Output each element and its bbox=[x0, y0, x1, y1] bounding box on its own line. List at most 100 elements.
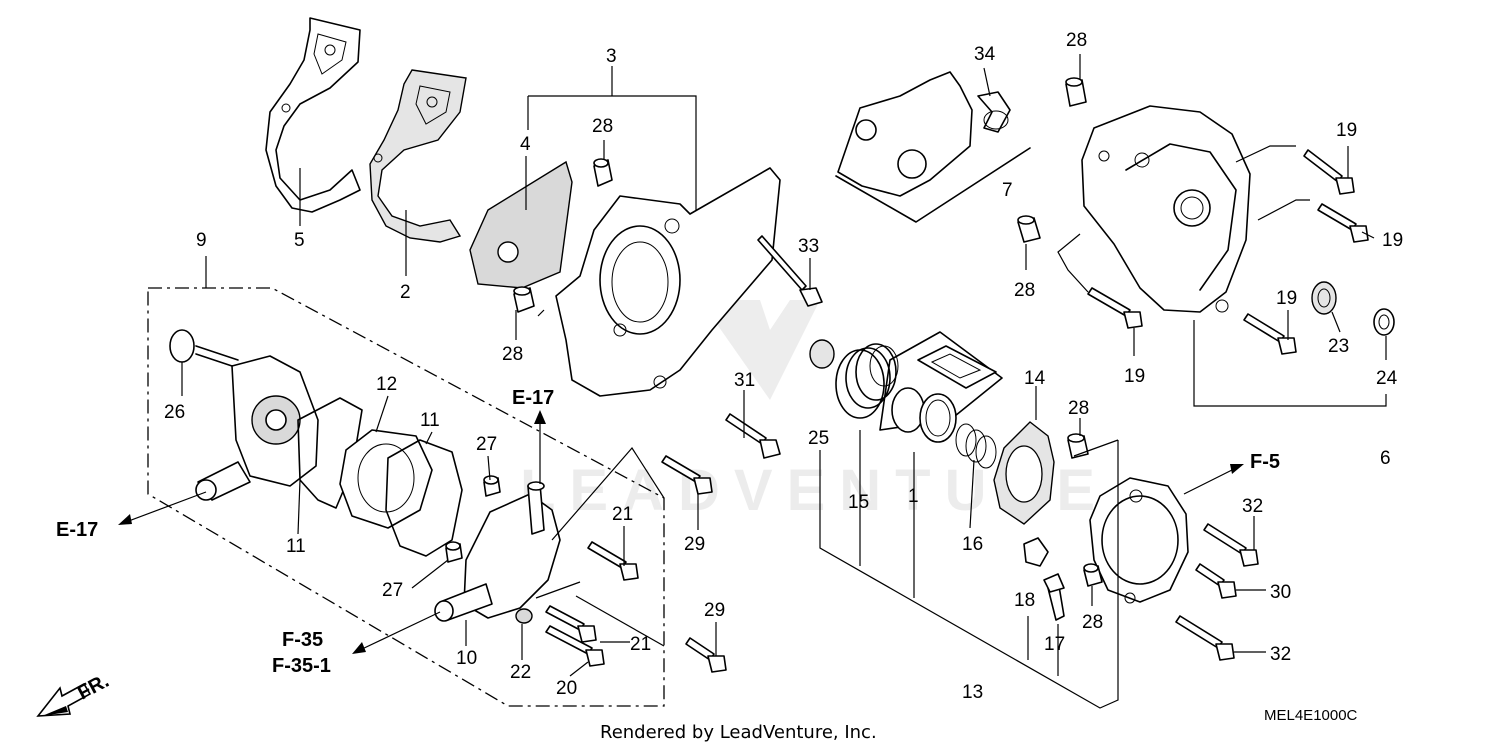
label-1[interactable]: 1 bbox=[908, 486, 919, 507]
o-ring-11-right[interactable] bbox=[385, 439, 463, 557]
label-28-right-mid[interactable]: 28 bbox=[1014, 280, 1035, 301]
bolt-29-a[interactable] bbox=[661, 455, 713, 495]
kit-1-box bbox=[879, 331, 1003, 431]
label-28-cover[interactable]: 28 bbox=[592, 116, 613, 137]
label-6[interactable]: 6 bbox=[1380, 448, 1391, 469]
label-19-c[interactable]: 19 bbox=[1124, 366, 1145, 387]
label-22[interactable]: 22 bbox=[510, 662, 531, 683]
label-14[interactable]: 14 bbox=[1024, 368, 1046, 389]
label-32-a[interactable]: 32 bbox=[1242, 496, 1263, 517]
front-arrow: FR. bbox=[36, 670, 113, 717]
label-27-b[interactable]: 27 bbox=[382, 580, 403, 601]
label-5[interactable]: 5 bbox=[294, 230, 305, 251]
ref-f35[interactable]: F-35 bbox=[282, 629, 323, 651]
bolt-21-a[interactable] bbox=[587, 541, 639, 581]
label-24[interactable]: 24 bbox=[1376, 368, 1398, 389]
seal-24[interactable] bbox=[1373, 308, 1395, 336]
label-34[interactable]: 34 bbox=[974, 44, 996, 65]
gasket-2[interactable] bbox=[369, 69, 467, 243]
label-19-a[interactable]: 19 bbox=[1336, 120, 1357, 141]
seal-ring-1[interactable] bbox=[891, 387, 957, 443]
dowel-27-b[interactable] bbox=[445, 541, 463, 563]
label-11-right[interactable]: 11 bbox=[420, 410, 440, 431]
label-7[interactable]: 7 bbox=[1002, 180, 1013, 201]
pump-cover-right[interactable] bbox=[1089, 477, 1189, 604]
bolt-19-c[interactable] bbox=[1087, 287, 1143, 329]
washer-22[interactable] bbox=[515, 608, 533, 624]
label-11-left[interactable]: 11 bbox=[286, 536, 306, 557]
label-29-b[interactable]: 29 bbox=[704, 600, 725, 621]
label-20[interactable]: 20 bbox=[556, 678, 577, 699]
label-18[interactable]: 18 bbox=[1014, 590, 1035, 611]
dowel-pin-28-right-mid[interactable] bbox=[1017, 215, 1041, 243]
label-28-pump[interactable]: 28 bbox=[1068, 398, 1089, 419]
label-9[interactable]: 9 bbox=[196, 230, 207, 251]
ref-e17-top[interactable]: E-17 bbox=[512, 387, 554, 409]
ref-f5[interactable]: F-5 bbox=[1250, 451, 1280, 473]
watermark-logo bbox=[700, 300, 820, 400]
bolt-21-b[interactable] bbox=[545, 605, 597, 643]
label-plate-1[interactable] bbox=[917, 345, 997, 389]
spring-16[interactable] bbox=[955, 423, 997, 469]
bolt-19-a[interactable] bbox=[1303, 149, 1355, 195]
bearing-23[interactable] bbox=[1311, 281, 1337, 315]
label-28-lower[interactable]: 28 bbox=[502, 344, 523, 365]
gasket-14[interactable] bbox=[993, 421, 1055, 525]
o-ring-26[interactable] bbox=[169, 329, 195, 363]
ref-e17-left[interactable]: E-17 bbox=[56, 519, 98, 541]
label-16[interactable]: 16 bbox=[962, 534, 983, 555]
label-12[interactable]: 12 bbox=[376, 374, 397, 395]
label-21-b[interactable]: 21 bbox=[630, 634, 651, 655]
label-23[interactable]: 23 bbox=[1328, 336, 1349, 357]
label-31[interactable]: 31 bbox=[734, 370, 755, 391]
bolt-20[interactable] bbox=[545, 625, 605, 667]
dowel-pin-28-cover[interactable] bbox=[593, 158, 613, 187]
label-33[interactable]: 33 bbox=[798, 236, 819, 257]
plate-4[interactable] bbox=[469, 160, 573, 289]
label-15[interactable]: 15 bbox=[848, 492, 869, 513]
pump-body-9[interactable] bbox=[195, 345, 319, 501]
label-4[interactable]: 4 bbox=[520, 134, 531, 155]
label-29-a[interactable]: 29 bbox=[684, 534, 705, 555]
fitting-18[interactable] bbox=[1023, 537, 1049, 567]
bolt-33[interactable] bbox=[757, 235, 823, 307]
dowel-pin-28-right-top[interactable] bbox=[1065, 77, 1087, 107]
leader-lines bbox=[181, 54, 1387, 677]
label-26[interactable]: 26 bbox=[164, 402, 185, 423]
washer-25[interactable] bbox=[809, 339, 835, 369]
bleed-bolt-17[interactable] bbox=[1043, 573, 1065, 621]
label-2[interactable]: 2 bbox=[400, 282, 411, 303]
bolt-32-a[interactable] bbox=[1203, 523, 1259, 567]
label-28-right-top[interactable]: 28 bbox=[1066, 30, 1087, 51]
label-21-a[interactable]: 21 bbox=[612, 504, 633, 525]
label-32-b[interactable]: 32 bbox=[1270, 644, 1291, 665]
dowel-pin-28-bottom[interactable] bbox=[1083, 563, 1103, 587]
label-25[interactable]: 25 bbox=[808, 428, 829, 449]
label-19-b[interactable]: 19 bbox=[1382, 230, 1403, 251]
bolt-29-b[interactable] bbox=[685, 637, 727, 673]
dowel-27-a[interactable] bbox=[483, 475, 501, 497]
label-3[interactable]: 3 bbox=[606, 46, 617, 67]
clip-34[interactable] bbox=[977, 91, 1011, 133]
ref-f35-1[interactable]: F-35-1 bbox=[272, 655, 331, 677]
group-lines bbox=[147, 66, 1387, 709]
label-19-d[interactable]: 19 bbox=[1276, 288, 1297, 309]
gasket-12[interactable] bbox=[339, 429, 433, 529]
label-30[interactable]: 30 bbox=[1270, 582, 1291, 603]
bolt-32-b[interactable] bbox=[1175, 615, 1235, 661]
gasket-5[interactable] bbox=[265, 17, 361, 213]
cover-3[interactable] bbox=[555, 167, 781, 397]
bolt-19-b[interactable] bbox=[1317, 203, 1369, 243]
seal-15[interactable] bbox=[835, 343, 899, 419]
bolt-31[interactable] bbox=[725, 413, 781, 459]
label-10[interactable]: 10 bbox=[456, 648, 477, 669]
label-27-a[interactable]: 27 bbox=[476, 434, 497, 455]
label-17[interactable]: 17 bbox=[1044, 634, 1065, 655]
bolt-30[interactable] bbox=[1195, 563, 1237, 599]
pump-cover-10[interactable] bbox=[434, 481, 561, 622]
dowel-pin-28-lower[interactable] bbox=[513, 286, 535, 313]
label-28-bottom[interactable]: 28 bbox=[1082, 612, 1103, 633]
bolt-19-d[interactable] bbox=[1243, 313, 1297, 355]
cover-7[interactable] bbox=[1081, 105, 1251, 313]
label-13[interactable]: 13 bbox=[962, 682, 983, 703]
